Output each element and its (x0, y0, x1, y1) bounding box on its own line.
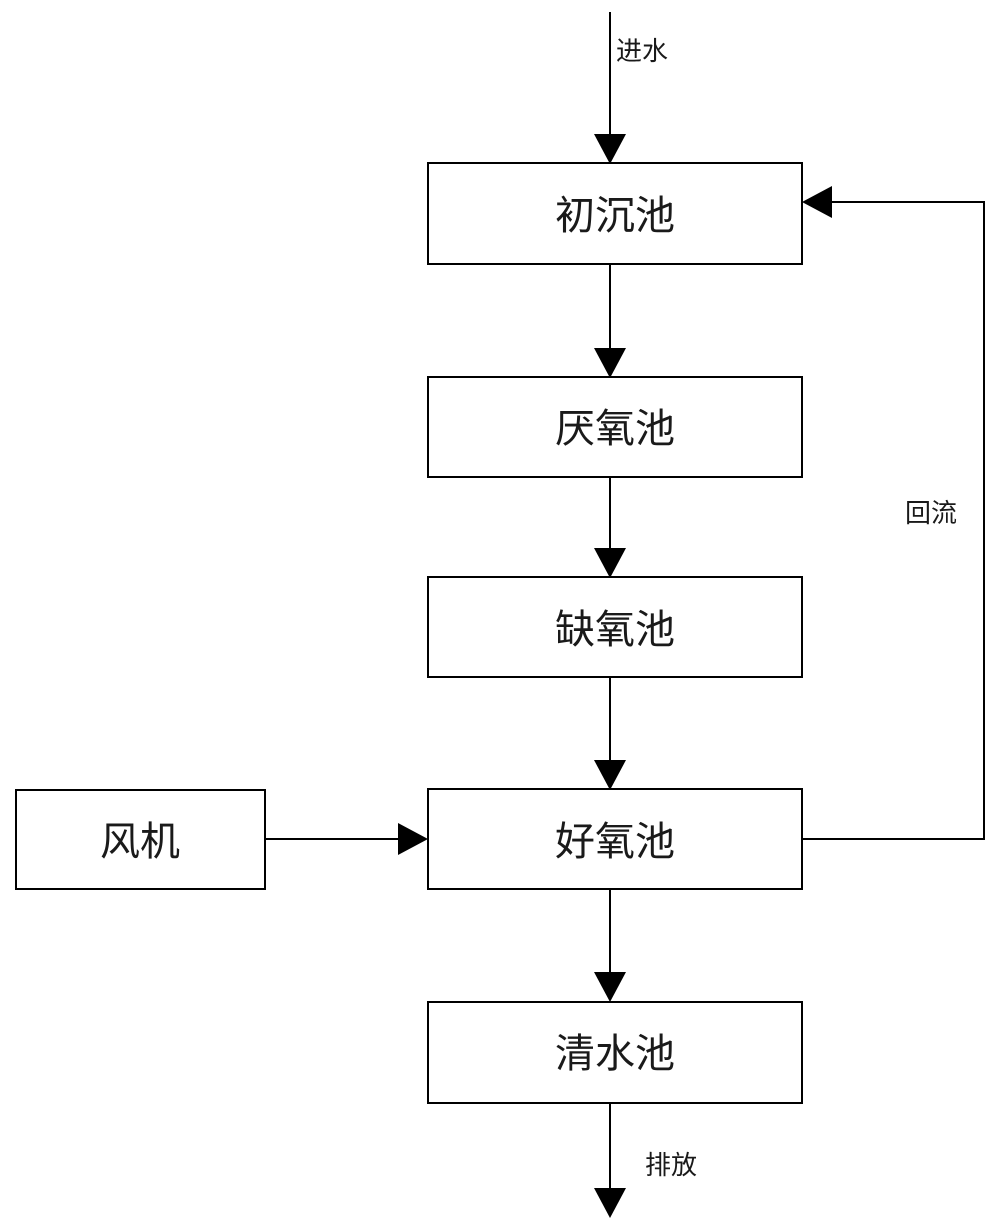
node-box (427, 162, 803, 265)
discharge-arrowhead (594, 1188, 626, 1218)
edge-primary-to-anaerobic (594, 264, 626, 378)
arrowhead (594, 972, 626, 1002)
node-label: 厌氧池 (555, 406, 675, 452)
edge-aerobic-to-clear-water (594, 889, 626, 1002)
node-box (427, 788, 803, 890)
node-blower: 风机 (15, 789, 266, 890)
inflow-arrowhead (594, 134, 626, 164)
discharge-edge: 排放 (594, 1103, 697, 1218)
edge-anaerobic-to-anoxic (594, 477, 626, 578)
node-label: 清水池 (555, 1031, 675, 1077)
node-label: 好氧池 (555, 819, 675, 865)
node-aerobic: 好氧池 (427, 788, 803, 890)
arrowhead (594, 348, 626, 378)
return-flow-line (802, 201, 985, 840)
return-flow-edge: 回流 (802, 186, 985, 840)
node-label: 风机 (100, 819, 180, 865)
node-anaerobic: 厌氧池 (427, 376, 803, 478)
node-box (427, 1001, 803, 1104)
arrowhead (594, 760, 626, 790)
node-box (427, 376, 803, 478)
node-label: 缺氧池 (555, 607, 675, 653)
inflow-edge: 进水 (594, 12, 668, 164)
discharge-label: 排放 (645, 1151, 697, 1181)
node-box (427, 576, 803, 678)
edge-anoxic-to-aerobic (594, 677, 626, 790)
node-box (15, 789, 266, 890)
node-clear-water: 清水池 (427, 1001, 803, 1104)
edge-blower-to-aerobic (265, 823, 428, 855)
return-flow-arrowhead (802, 186, 832, 218)
node-label: 初沉池 (555, 193, 675, 239)
arrowhead (594, 548, 626, 578)
inflow-label: 进水 (616, 37, 668, 67)
arrowhead (398, 823, 428, 855)
return-flow-label: 回流 (905, 499, 957, 529)
node-primary-sedimentation: 初沉池 (427, 162, 803, 265)
node-anoxic: 缺氧池 (427, 576, 803, 678)
